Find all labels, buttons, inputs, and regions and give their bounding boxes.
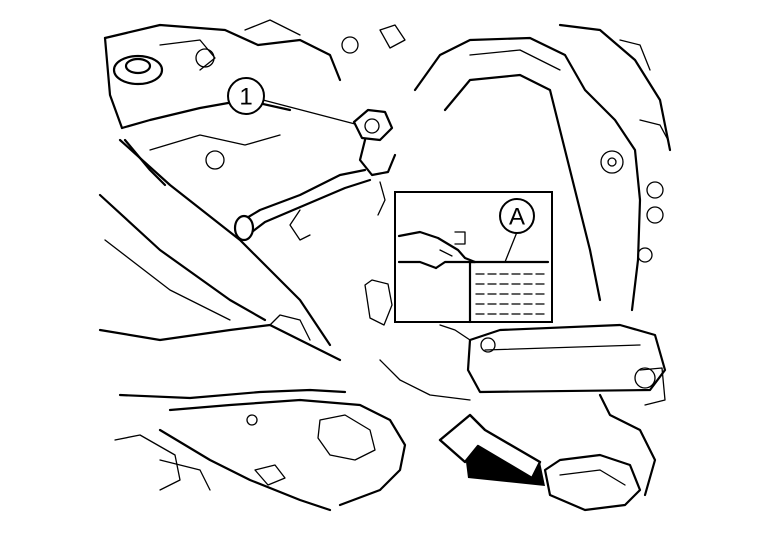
strut-mount (103, 19, 406, 170)
front-pipe (98, 138, 347, 400)
callout-1: 1 (227, 77, 356, 125)
callout-A-label: A (509, 204, 525, 231)
callout-1-label: 1 (239, 84, 252, 111)
catalyst-flange (439, 323, 667, 512)
exhaust-pipe-lower (114, 279, 471, 512)
fluid-level-lines (475, 273, 546, 315)
sensor-harness (233, 168, 372, 242)
transmission-case (413, 23, 672, 312)
arrow-icon (438, 413, 545, 486)
bolt (352, 108, 397, 216)
callout-A: A (499, 198, 535, 263)
